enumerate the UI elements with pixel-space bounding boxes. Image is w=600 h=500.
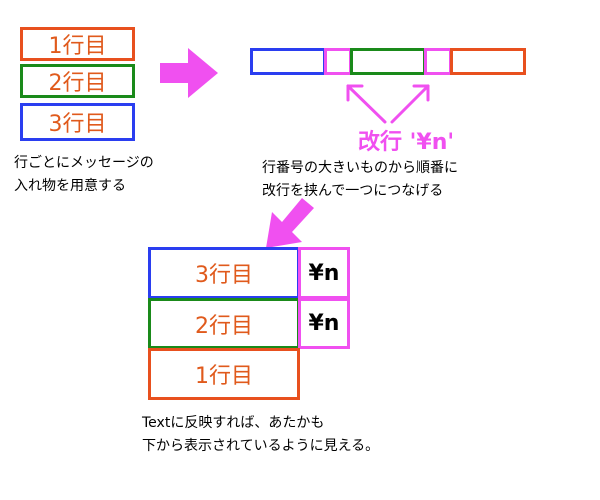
- strip-newline-2: [424, 48, 452, 75]
- note-left: 行ごとにメッセージの 入れ物を用意する: [14, 152, 154, 198]
- stack-line-3-label: 3行目: [195, 263, 253, 288]
- stack-newline-1-label: ¥n: [308, 260, 340, 286]
- line-box-1: 1行目: [20, 27, 135, 61]
- line-box-3-label: 3行目: [48, 112, 107, 137]
- note-right-line-2: 改行を挟んで一つにつなげる: [262, 183, 444, 199]
- stack-newline-2-label: ¥n: [308, 311, 340, 336]
- note-right: 行番号の大きいものから順番に 改行を挟んで一つにつなげる: [262, 157, 458, 203]
- stack-line-1: 1行目: [148, 348, 300, 400]
- line-box-2-label: 2行目: [48, 71, 107, 96]
- stack-line-1-label: 1行目: [195, 364, 253, 389]
- newline-label: 改行 '¥n': [358, 130, 455, 155]
- note-bottom-line-2: 下から表示されているように見える。: [142, 438, 380, 454]
- stack-line-2: 2行目: [148, 298, 300, 349]
- stack-newline-1: ¥n: [298, 247, 350, 299]
- concat-strip: [250, 48, 526, 75]
- strip-line-1: [450, 48, 526, 75]
- note-left-line-2: 入れ物を用意する: [14, 178, 126, 194]
- strip-newline-1: [324, 48, 352, 75]
- stack-line-2-label: 2行目: [195, 313, 253, 339]
- note-bottom-line-1: Textに反映すれば、あたかも: [142, 415, 325, 431]
- stack-line-3: 3行目: [148, 247, 300, 299]
- right-arrow-icon: [160, 48, 218, 98]
- line-box-2: 2行目: [20, 64, 135, 98]
- newline-pointer-icon: [346, 84, 430, 124]
- down-left-arrow-icon: [266, 198, 314, 248]
- strip-line-2: [350, 48, 426, 75]
- note-bottom: Textに反映すれば、あたかも 下から表示されているように見える。: [142, 412, 379, 458]
- strip-line-3: [250, 48, 326, 75]
- note-left-line-1: 行ごとにメッセージの: [14, 155, 154, 171]
- line-box-3: 3行目: [20, 103, 135, 141]
- line-box-1-label: 1行目: [48, 34, 107, 59]
- note-right-line-1: 行番号の大きいものから順番に: [262, 160, 458, 176]
- stack-newline-2: ¥n: [298, 298, 350, 349]
